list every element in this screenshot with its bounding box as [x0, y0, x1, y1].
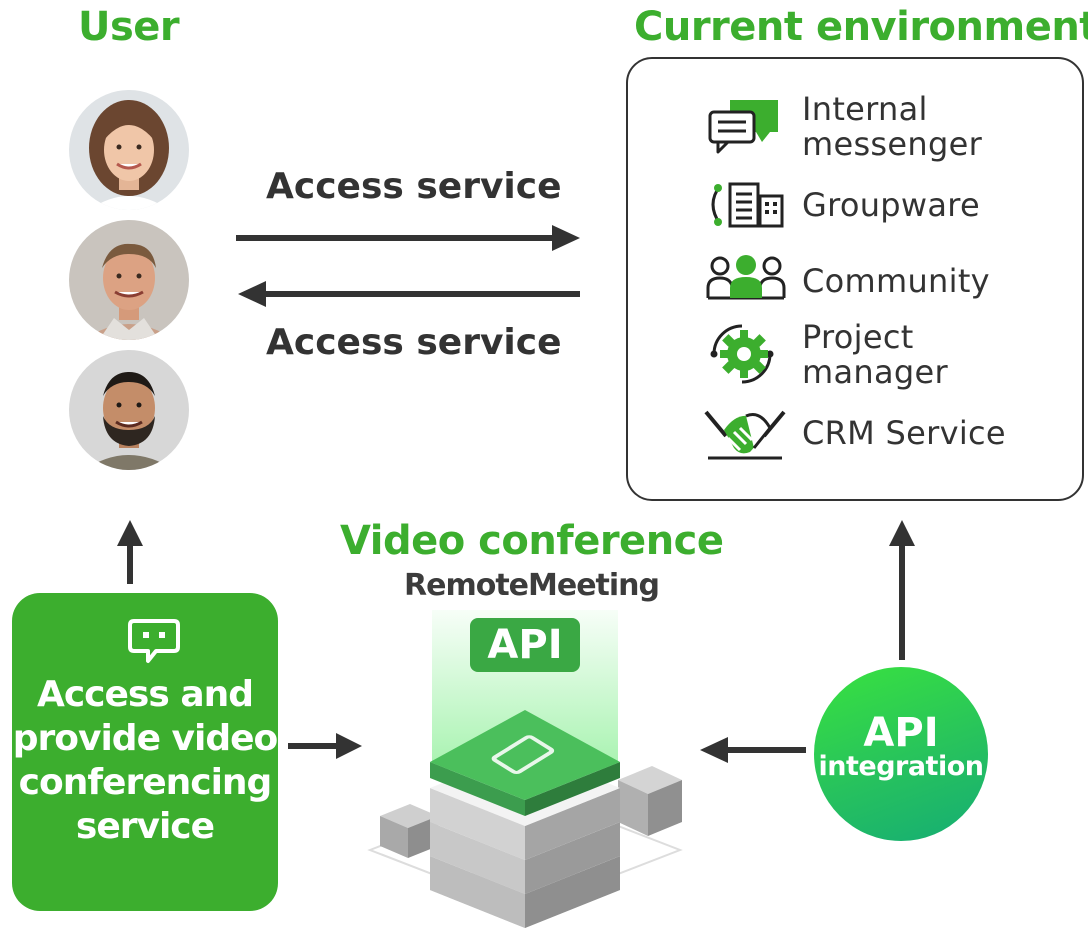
env-item-groupware: Groupware [802, 186, 981, 224]
api-integration-circle: API integration [814, 667, 988, 841]
office-buildings-icon [711, 182, 784, 228]
arrow-left [238, 281, 580, 307]
handshake-icon [704, 410, 786, 460]
arrow-up-left [117, 520, 143, 584]
arrow-up-right [889, 520, 915, 660]
environment-box [626, 57, 1084, 501]
user-avatar-woman [69, 90, 189, 210]
api-integration-title: API [863, 710, 939, 756]
user-avatar-man-2 [69, 350, 189, 470]
video-conference-title: Video conference [340, 518, 724, 564]
api-integration-subtitle: integration [818, 751, 985, 782]
arrow-right [236, 225, 580, 251]
access-provide-text: Access and provide video conferencing se… [12, 674, 279, 847]
arrow-from-api [700, 737, 806, 763]
remotemeeting-logo: RemoteMeeting [404, 568, 660, 603]
chat-logo-icon [128, 619, 180, 663]
people-group-icon [706, 255, 786, 300]
environment-title: Current environment [634, 4, 1088, 50]
env-item-internal-messenger: Internal messenger [802, 90, 983, 163]
user-avatar-man-1 [69, 220, 189, 340]
user-title: User [78, 4, 180, 50]
env-item-crm-service: CRM Service [802, 414, 1006, 452]
access-provide-box: Access and provide video conferencing se… [12, 593, 278, 911]
env-item-project-manager: Project manager [802, 318, 948, 391]
gear-icon [710, 324, 774, 384]
arrow-to-server [288, 733, 362, 759]
server-illustration [367, 610, 683, 928]
env-item-community: Community [802, 262, 990, 300]
api-badge: API [470, 618, 580, 672]
chat-bubbles-icon [708, 100, 778, 154]
arrow-label-bottom: Access service [266, 322, 562, 363]
arrow-label-top: Access service [266, 166, 562, 207]
